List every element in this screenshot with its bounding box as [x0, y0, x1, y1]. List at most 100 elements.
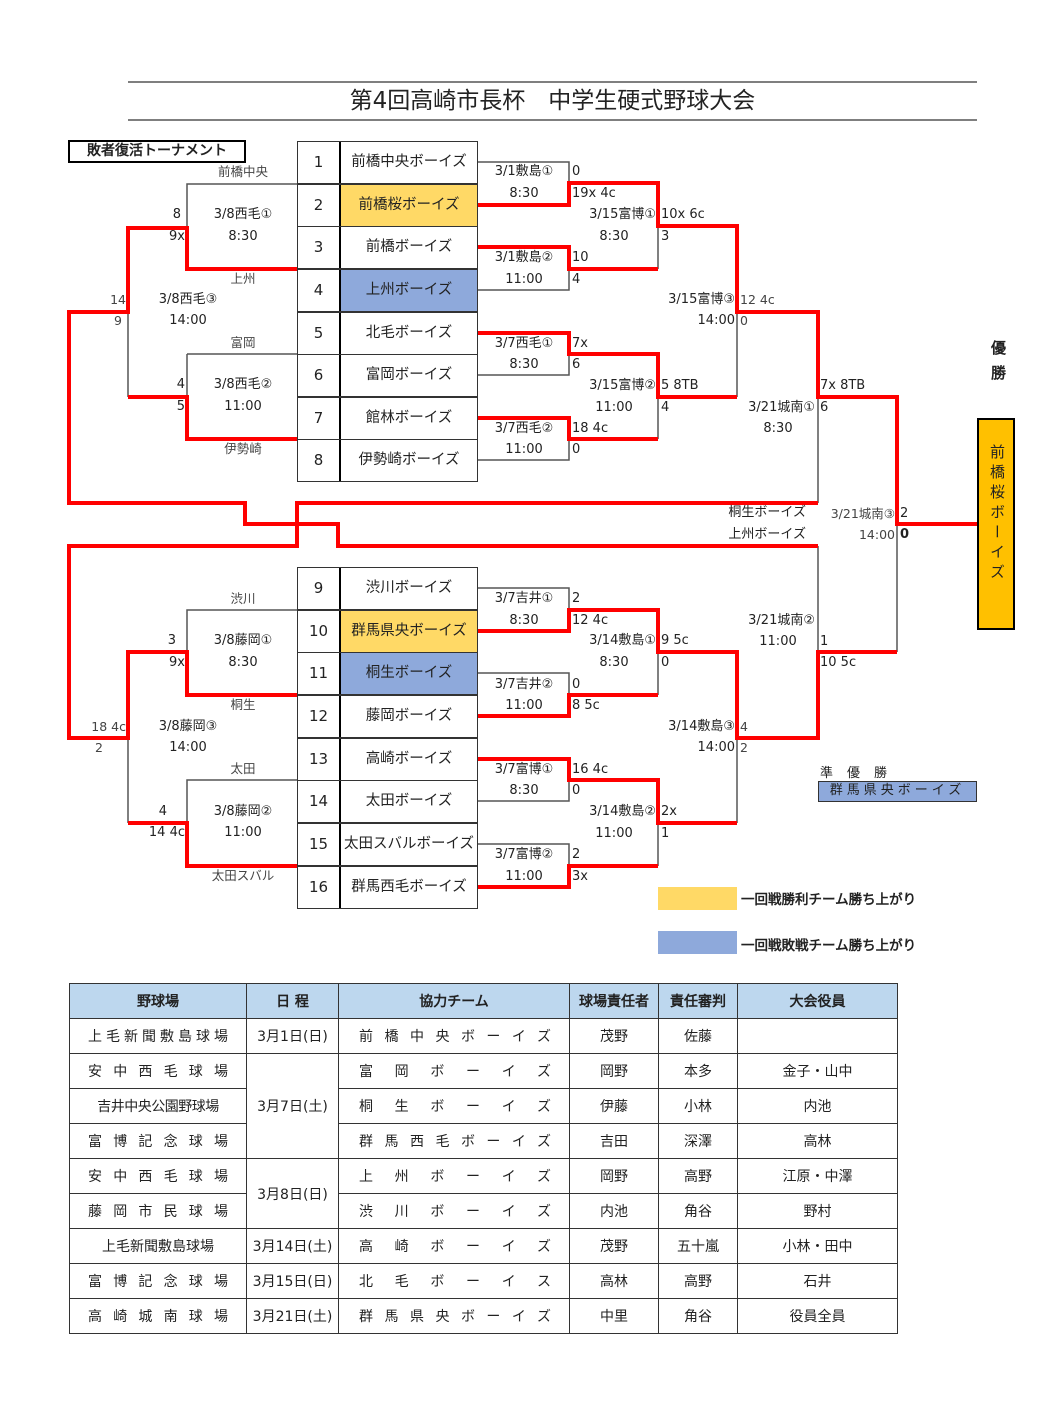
manager-cell: 岡野	[569, 1158, 659, 1194]
match-time: 8:30	[509, 783, 539, 798]
match-venue: 3/8藤岡③	[158, 719, 218, 734]
match-score: 0	[572, 442, 581, 457]
col-header: 大会役員	[737, 983, 898, 1019]
team-cell: 富岡ボーイズ	[338, 1053, 570, 1089]
match-score: 10	[572, 250, 589, 265]
umpire-cell: 角谷	[658, 1193, 738, 1229]
match-score: 1	[820, 634, 829, 649]
match-score: 3	[661, 229, 670, 244]
consolation-team-label: 太田スバル	[211, 868, 275, 883]
champion-label: 優勝	[989, 340, 1007, 390]
venue-cell: 安中西毛球場	[69, 1053, 247, 1089]
match-time: 11:00	[759, 634, 797, 649]
consolation-team-label: 上州	[230, 271, 256, 286]
manager-cell: 茂野	[569, 1228, 659, 1264]
team-seed: 13	[298, 739, 341, 780]
umpire-cell: 本多	[658, 1053, 738, 1089]
match-score: 1	[661, 826, 670, 841]
match-time: 8:30	[599, 655, 629, 670]
match-score: 4	[572, 272, 581, 287]
match-score: 6	[572, 357, 581, 372]
venue-cell: 富博記念球場	[69, 1123, 247, 1159]
team-seed: 8	[298, 440, 341, 481]
team-cell: 渋川ボーイズ	[338, 1193, 570, 1229]
team-cell: 群馬県央ボーイズ	[338, 1298, 570, 1334]
bracket-lines	[67, 81, 977, 889]
qualifier-label: 上州ボーイズ	[728, 527, 806, 542]
match-venue: 3/1敷島①	[494, 164, 554, 179]
team-seed: 15	[298, 824, 341, 865]
venue-cell: 上毛新聞敷島球場	[69, 1228, 247, 1264]
team-seed: 16	[298, 867, 341, 908]
match-venue: 3/7富博②	[494, 847, 554, 862]
team-seed: 2	[298, 185, 341, 226]
umpire-cell: 高野	[658, 1158, 738, 1194]
match-venue: 3/7吉井②	[494, 677, 554, 692]
team-seed: 12	[298, 696, 341, 737]
date-cell: 3月15日(日)	[246, 1263, 339, 1299]
date-cell: 3月1日(日)	[246, 1018, 339, 1054]
officials-cell: 野村	[737, 1193, 898, 1229]
match-score: 2	[572, 591, 581, 606]
venue-cell: 高崎城南球場	[69, 1298, 247, 1334]
champion-box: 前橋桜ボーイズ	[977, 418, 1015, 630]
venue-cell: 上毛新聞敷島球場	[69, 1018, 247, 1054]
match-score: 2	[740, 740, 748, 755]
team-cell: 上州ボーイズ	[338, 1158, 570, 1194]
legend-label: 一回戦勝利チーム勝ち上がり	[741, 892, 917, 908]
match-score: 0	[572, 164, 581, 179]
umpire-cell: 角谷	[658, 1298, 738, 1334]
match-time: 11:00	[595, 400, 633, 415]
match-time: 11:00	[224, 399, 262, 414]
match-time: 11:00	[505, 442, 543, 457]
manager-cell: 内池	[569, 1193, 659, 1229]
team-name: 伊勢崎ボーイズ	[358, 452, 460, 468]
match-score: 0	[740, 313, 748, 328]
match-score: 9x	[169, 655, 185, 670]
match-venue: 3/8西毛①	[213, 207, 273, 222]
legend-swatch-blue	[658, 931, 737, 954]
match-venue: 3/1敷島②	[494, 250, 554, 265]
team-name: 富岡ボーイズ	[365, 367, 453, 383]
team-name: 前橋ボーイズ	[365, 239, 453, 255]
match-venue: 3/8藤岡①	[213, 633, 273, 648]
match-score: 4	[661, 400, 670, 415]
match-time: 11:00	[505, 869, 543, 884]
officials-cell: 内池	[737, 1088, 898, 1124]
match-venue: 3/8藤岡②	[213, 804, 273, 819]
match-venue: 3/7富博①	[494, 762, 554, 777]
match-score: 3	[167, 633, 176, 648]
match-venue: 3/7西毛①	[494, 336, 554, 351]
date-cell: 3月21日(土)	[246, 1298, 339, 1334]
officials-cell	[737, 1018, 898, 1054]
match-venue: 3/15富博②	[589, 378, 656, 393]
match-time: 11:00	[505, 272, 543, 287]
match-score: 18 4c	[91, 719, 126, 734]
match-score: 2	[95, 740, 103, 755]
match-time: 8:30	[228, 229, 258, 244]
col-header: 球場責任者	[569, 983, 659, 1019]
manager-cell: 茂野	[569, 1018, 659, 1054]
manager-cell: 高林	[569, 1263, 659, 1299]
runner-up-team: 群馬県央ボーイズ	[818, 781, 977, 802]
match-score: 2	[900, 506, 909, 521]
team-cell: 高崎ボーイズ	[338, 1228, 570, 1264]
table-header-row: 野球場 日 程 協力チーム 球場責任者 責任審判 大会役員	[69, 983, 898, 1019]
match-venue: 3/21城南③	[830, 506, 895, 521]
match-time: 8:30	[509, 613, 539, 628]
col-header: 野球場	[69, 983, 247, 1019]
match-venue: 3/8西毛②	[213, 377, 273, 392]
match-time: 8:30	[763, 421, 793, 436]
match-score: 10 5c	[820, 655, 857, 670]
team-cell: 北毛ボーイス	[338, 1263, 570, 1299]
match-score: 10x 6c	[661, 207, 705, 222]
team-name: 高崎ボーイズ	[365, 751, 453, 767]
